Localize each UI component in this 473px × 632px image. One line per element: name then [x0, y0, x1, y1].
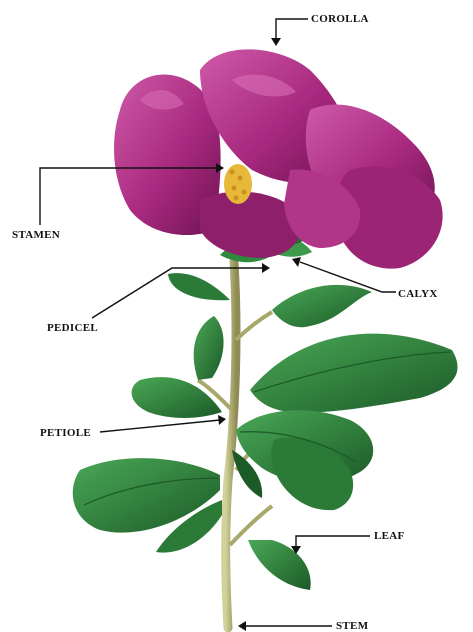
branch: [230, 506, 272, 545]
arrowhead: [238, 621, 246, 631]
leaf-shape: [250, 334, 458, 413]
arrowhead: [262, 263, 270, 273]
stamen-label: STAMEN: [12, 229, 60, 241]
leaf-label: LEAF: [374, 530, 405, 542]
stem-label: STEM: [336, 620, 368, 632]
arrowhead: [271, 38, 281, 46]
arrowhead: [292, 257, 301, 267]
leaf-shape: [194, 316, 224, 380]
leaf-shape: [132, 377, 222, 418]
corolla: [114, 49, 443, 268]
petiole-label: PETIOLE: [40, 427, 91, 439]
leaf-shape: [248, 540, 311, 590]
leaves: [73, 273, 458, 590]
pointer-corolla: [276, 19, 308, 40]
pointer-petiole: [100, 420, 220, 432]
pointer-leaf: [296, 536, 370, 548]
pedicel-label: PEDICEL: [47, 322, 98, 334]
leaf-shape: [272, 285, 372, 327]
leaf-shape: [168, 273, 230, 300]
stamen: [224, 164, 252, 204]
branch: [236, 312, 272, 340]
corolla-label: COROLLA: [311, 13, 369, 25]
calyx-label: CALYX: [398, 288, 438, 300]
stem: [226, 262, 236, 628]
arrowhead: [218, 415, 226, 425]
